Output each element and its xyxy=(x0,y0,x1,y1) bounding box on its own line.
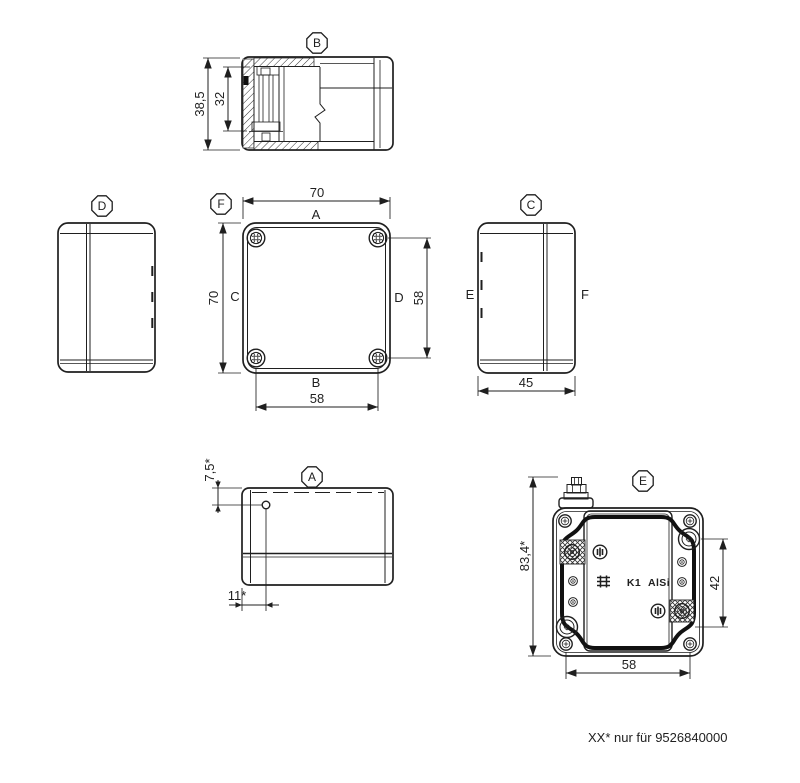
view-label-b: B xyxy=(306,32,328,54)
dim-depth: 45 xyxy=(477,375,576,396)
dim-inner-height: 32 xyxy=(212,66,250,132)
base-outline xyxy=(552,507,704,657)
view-label-b-text: B xyxy=(313,36,321,50)
view-label-d: D xyxy=(91,195,113,217)
side-outline xyxy=(477,222,576,374)
dim-height-left: 70 xyxy=(206,222,241,374)
mounting-pads xyxy=(559,539,695,623)
view-label-c-text: C xyxy=(527,198,536,212)
view-label-e-text: E xyxy=(639,474,647,488)
dim-hole-offset-top: 7,5* xyxy=(202,458,262,513)
dim-outer-height: 38,5 xyxy=(192,57,240,151)
cover-screw-section xyxy=(249,66,283,142)
dim-text-70-top: 70 xyxy=(310,185,324,200)
view-label-e: E xyxy=(632,470,654,492)
earth-symbol-icon xyxy=(650,603,666,619)
lid-inner-edge xyxy=(247,227,386,369)
pressure-vent-icon xyxy=(558,477,594,509)
view-e-inside: E xyxy=(517,470,728,679)
gasket-section xyxy=(243,76,249,85)
front-outline xyxy=(241,487,394,586)
view-label-c: C xyxy=(520,194,542,216)
face-label-e: E xyxy=(466,287,475,302)
dim-text-58-bottom: 58 xyxy=(310,391,324,406)
dim-text-42: 42 xyxy=(707,576,722,590)
section-outline xyxy=(241,56,394,151)
view-a-front: A 7,5* 11* xyxy=(202,458,394,611)
view-b-section: B xyxy=(192,32,394,151)
dim-text-38-5: 38,5 xyxy=(192,91,207,116)
view-label-a-text: A xyxy=(308,470,316,484)
marking-material: AlSi xyxy=(648,577,670,589)
base-floor xyxy=(583,510,673,652)
screw-head-icon xyxy=(563,543,581,561)
weidmueller-logo-icon xyxy=(597,575,610,588)
view-label-f-text: F xyxy=(217,197,224,211)
side-outline xyxy=(57,222,156,373)
earth-symbol-icon xyxy=(592,544,608,560)
face-label-d: D xyxy=(394,290,403,305)
view-label-d-text: D xyxy=(98,199,107,213)
view-label-f: F xyxy=(210,193,232,215)
side-bosses xyxy=(568,557,687,607)
view-label-a: A xyxy=(301,466,323,488)
dim-boss-spacing-bottom: 58 xyxy=(565,652,691,679)
face-label-c: C xyxy=(230,289,239,304)
dim-hole-offset-left: 11* xyxy=(228,509,279,611)
break-line xyxy=(314,67,326,141)
dim-text-58-e: 58 xyxy=(622,657,636,672)
dim-text-11: 11* xyxy=(228,588,247,603)
dim-screw-spacing-right: 58 xyxy=(388,237,431,359)
marking-hole xyxy=(261,500,271,510)
dim-text-32: 32 xyxy=(212,92,227,106)
marking-model: K1 xyxy=(627,577,641,589)
dim-width-top: 70 xyxy=(242,185,391,219)
section-inner-lines xyxy=(253,58,392,150)
screw-head-icon xyxy=(246,348,266,368)
view-c-side: C E F 45 xyxy=(466,194,589,396)
dim-text-7-5: 7,5* xyxy=(202,458,217,481)
view-d-side: D xyxy=(57,195,156,373)
screw-head-icon xyxy=(368,348,388,368)
lid-screws xyxy=(246,228,388,368)
lid-outline xyxy=(242,222,391,374)
face-label-f: F xyxy=(581,287,589,302)
face-label-a: A xyxy=(312,207,321,222)
dim-screw-spacing-bottom: 58 xyxy=(255,368,379,411)
dim-boss-spacing-right: 42 xyxy=(695,538,728,628)
footnote: XX* nur für 9526840000 xyxy=(588,730,728,745)
section-hatching xyxy=(242,57,319,150)
dim-text-70-left: 70 xyxy=(206,291,221,305)
screw-head-icon xyxy=(368,228,388,248)
dim-text-58-right: 58 xyxy=(411,291,426,305)
screw-head-icon xyxy=(673,602,691,620)
screw-head-icon xyxy=(246,228,266,248)
sealing-gasket xyxy=(560,515,696,650)
view-f-top: F xyxy=(206,185,431,411)
face-label-b: B xyxy=(312,375,321,390)
dim-text-45: 45 xyxy=(519,375,533,390)
dim-total-height: 83,4* xyxy=(517,476,558,657)
dim-text-83-4: 83,4* xyxy=(517,541,532,571)
lid-screw-bosses xyxy=(555,527,701,639)
